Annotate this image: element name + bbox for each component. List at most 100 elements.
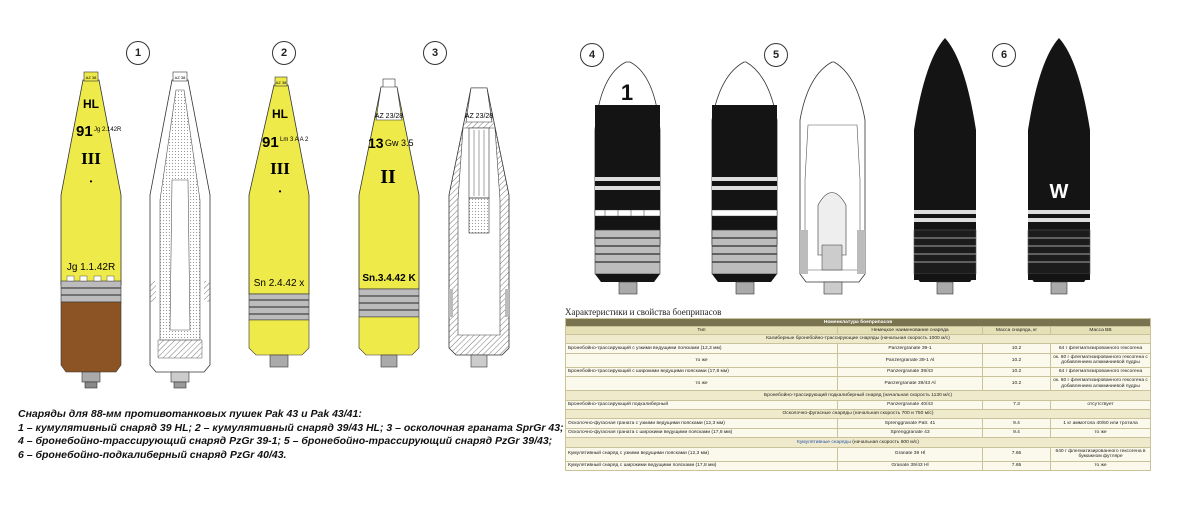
group-highlight-text: Кумулятивные снаряды [796,439,851,445]
cell-type: Бронебойно-трассирующий с узкими ведущим… [565,343,838,354]
shell-1-tip-label: AZ 38 [86,75,97,80]
shell-1-code: 91 [76,123,93,140]
shell-4-mark: 1 [621,80,633,105]
cell-type: Осколочно-фугасная граната с широкими ве… [565,427,838,439]
table-row: Кумулятивный снаряд с широкими ведущими … [565,460,1152,471]
shell-6-mark: W [1050,181,1069,203]
cell-explosive: 64 г флегматизированного гексогена [1049,366,1152,378]
figure-number-6: 6 [992,43,1016,67]
table-row: Бронебойно-трассирующий с широкими ведущ… [565,366,1152,378]
table-group-row: Осколочно-фугасные снаряды (начальная ск… [564,408,1152,420]
shell-2-tip-label: AZ 38 [276,80,287,85]
cell-mass: 10.2 [982,343,1051,354]
shell-3-code: 13 [368,135,384,151]
shell-3-roman: II [380,166,396,188]
shell-1-dot: • [90,177,93,186]
shell-1-cutaway: AZ 38 [149,71,211,389]
cell-type: Кумулятивный снаряд с широкими ведущими … [565,460,838,471]
cell-mass: 10.2 [982,352,1051,368]
shell-2-dot: • [279,187,282,196]
cell-name: Sprenggranate Patr. 41 [837,418,983,429]
shell-1-exterior: AZ 38 HL 91 Jg 2.142R III • Jg 1.1.42R [60,71,122,389]
col-header-german-name: Немецкое наименование снаряда [837,326,983,335]
shell-6-exterior-marked: W [1027,38,1091,295]
cell-name: Panzergranate 39-1 [837,343,983,354]
figure-number-4: 4 [580,43,604,67]
col-header-type: Тип [565,326,838,335]
table-row: Бронебойно-трассирующий с узкими ведущим… [565,343,1152,354]
cell-mass: 7.3 [982,399,1051,410]
table-row: Осколочно-фугасная граната с узкими веду… [565,418,1152,429]
shells-illustration: AZ 38 HL 91 Jg 2.142R III • Jg 1.1.42R A… [60,38,1091,389]
cell-type: Бронебойно-трассирующий подкалиберный [565,399,838,410]
figure-caption: Снаряды для 88-мм противотанковых пушек … [18,408,564,462]
table-group-row: Бронебойно-трассирующий подкалиберный сн… [564,390,1152,401]
caption-line-3: 4 – бронебойно-трассирующий снаряд PzGr … [18,435,553,447]
col-header-mass: Масса снаряда, кг [982,326,1051,335]
shell-5-exterior [711,61,778,295]
cell-explosive: 1 кг аммотола 40/60 или тротила [1049,418,1152,429]
figure-number-1: 1 [126,41,150,65]
cell-mass: 10.2 [982,366,1051,378]
cell-explosive: то же [1049,427,1152,439]
cell-name: Sprenggranate 43 [837,427,983,439]
cell-name: Panzergranate 39/43 [837,366,983,378]
shell-2-code: 91 [262,134,279,151]
table-nomenclature-header: Номенклатура боеприпасов [564,318,1152,327]
shell-1-hl-label: HL [83,97,99,111]
cell-name: Panzergranate 40/43 [837,399,983,410]
caption-line-4: 6 – бронебойно-подкалиберный снаряд PzGr… [18,448,287,461]
ammunition-table: Номенклатура боеприпасов Тип Немецкое на… [564,318,1152,471]
table-group-row: Кумулятивные снаряды (начальная скорость… [564,437,1152,448]
table-group-row: Калиберные бронебойно-трассирующие снаря… [564,333,1152,345]
shell-2-code-sub: Lm 3 A A 2 [280,137,309,143]
shell-3-tip-label: AZ 23/28 [375,113,404,120]
figure-number-3: 3 [423,41,447,65]
group-rest-text: (начальная скорость 600 м/с) [850,439,920,445]
cell-name: Panzergranate 39-1 Al [837,352,983,368]
cell-name: Granate 39/43 Hl [837,460,983,471]
shell-3-code-sub: Gw 3.5 [385,138,414,148]
cell-type: Осколочно-фугасная граната с узкими веду… [565,418,838,429]
shell-3-bottom-label: Sn.3.4.42 K [362,273,416,284]
cell-explosive: 640 г флегматизированного гексогена в бу… [1049,446,1152,462]
shell-2-bottom-label: Sn 2.4.42 x [254,278,305,289]
cell-explosive: отсутствует [1049,399,1152,410]
shell-6-exterior-plain [913,38,977,295]
cell-type: Бронебойно-трассирующий с широкими ведущ… [565,366,838,378]
shell-3-exterior: AZ 23/28 13 Gw 3.5 II Sn.3.4.42 K [358,78,420,368]
cell-explosive: ок. 60 г флегматизированного гексогена с… [1049,352,1152,368]
cell-type: то же [565,376,838,392]
shell-1-code-sub: Jg 2.142R [94,127,122,133]
caption-line-2: 1 – кумулятивный снаряд 39 HL; 2 – кумул… [18,421,564,434]
shell-1-cutaway-tip-label: AZ 38 [175,75,186,80]
cell-name: Granate 39 Hl [837,446,983,462]
shell-2-hl-label: HL [272,107,288,121]
shell-2-roman: III [270,159,290,178]
shell-2-exterior: AZ 38 HL 91 Lm 3 A A 2 III • Sn 2.4.42 x [248,76,310,368]
shell-3-cutaway: AZ 23/28 [448,87,510,368]
cell-name: Panzergranate 39/43 Al [837,376,983,392]
cell-mass: 7.65 [982,460,1051,471]
table-row: Осколочно-фугасная граната с широкими ве… [565,427,1152,439]
cell-explosive: 64 г флегматизированного гексогена [1049,343,1152,354]
figure-number-5: 5 [764,43,788,67]
shell-1-roman: III [81,149,101,168]
cell-explosive: ок. 60 г флегматизированного гексогена с… [1049,376,1152,392]
figure-number-2: 2 [272,41,296,65]
cell-type: Кумулятивный снаряд с узкими ведущими по… [565,446,838,462]
cell-mass: 9.4 [982,418,1051,429]
shell-3-cutaway-tip-label: AZ 23/28 [465,113,494,120]
cell-mass: 10.2 [982,376,1051,392]
table-title: Характеристики и свойства боеприпасов [565,307,722,317]
shell-4-exterior: 1 [594,61,661,295]
table-row: Кумулятивный снаряд с узкими ведущими по… [565,446,1152,462]
caption-line-1: Снаряды для 88-мм противотанковых пушек … [18,408,362,420]
cell-mass: 9.4 [982,427,1051,439]
shell-1-bottom-label: Jg 1.1.42R [67,262,115,273]
shell-5-cutaway [799,61,866,295]
cell-explosive: то же [1049,460,1152,471]
